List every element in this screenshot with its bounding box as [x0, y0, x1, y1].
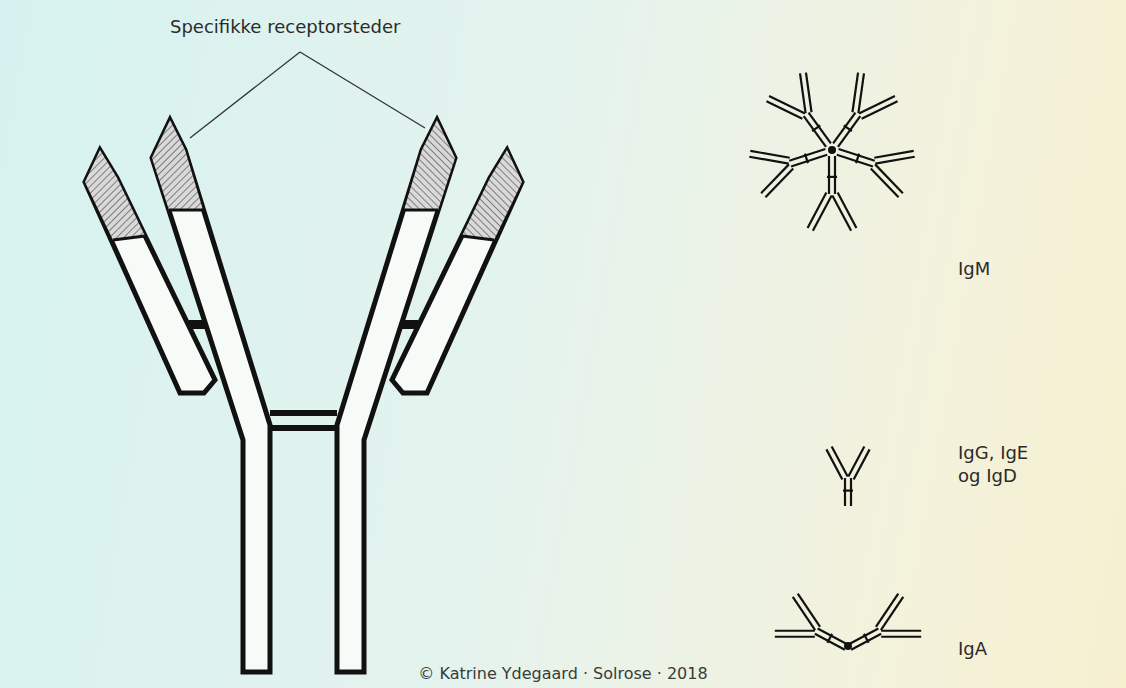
watermark: © Katrine Ydegaard · Solrose · 2018 — [0, 664, 1126, 684]
receptor-site — [85, 150, 145, 240]
antibody-half — [85, 120, 270, 672]
light-chain — [85, 150, 215, 393]
y-glyph — [772, 592, 857, 668]
heavy-chain — [152, 120, 270, 672]
leader-line — [190, 52, 425, 138]
y-glyph — [838, 592, 923, 668]
y-glyph — [765, 70, 848, 159]
immunoglobulin-forms — [748, 70, 924, 668]
y-glyph — [816, 70, 899, 159]
domain-line — [113, 236, 145, 240]
domain-line — [169, 209, 203, 212]
y-glyph — [808, 156, 857, 231]
class-label: IgA — [958, 638, 1038, 661]
antibody-half — [337, 120, 522, 672]
y-glyph — [826, 447, 869, 506]
class-label: IgM — [958, 258, 1038, 281]
disulfide-bond — [189, 320, 207, 329]
part-label: Specifikke receptorsteder — [170, 16, 430, 39]
class-label: IgG, IgE og IgD — [958, 442, 1048, 487]
y-glyph — [830, 129, 916, 199]
disulfide-bond — [270, 410, 337, 416]
disulfide-bond — [270, 425, 337, 431]
